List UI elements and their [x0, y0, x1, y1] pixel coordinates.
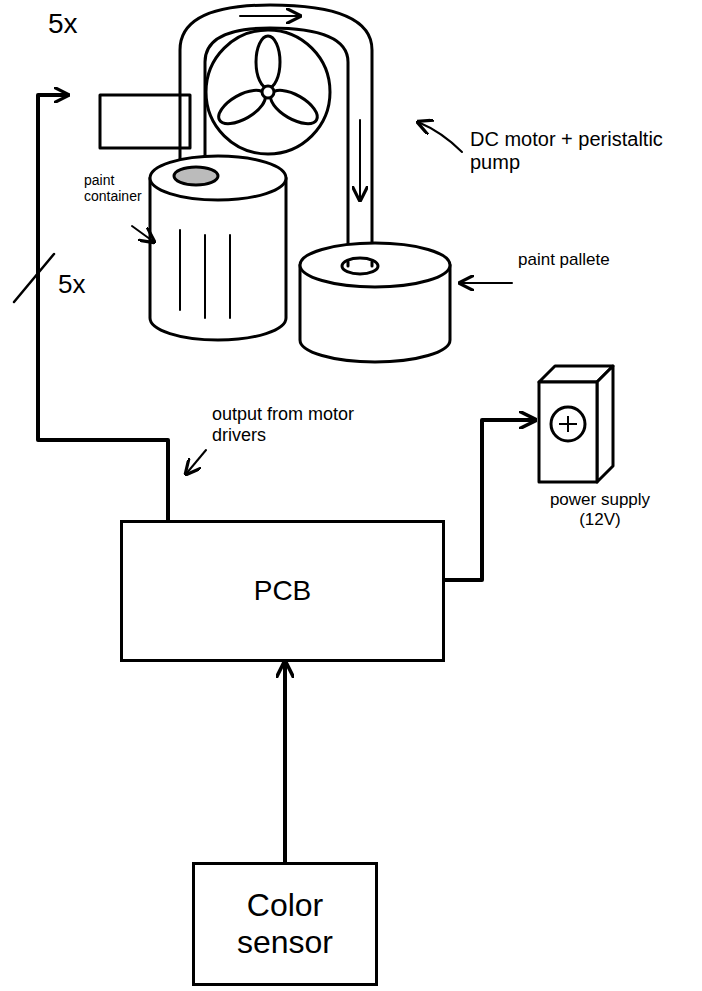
- callout-label: paint pallete: [518, 250, 618, 270]
- connector-arrow: [445, 420, 535, 580]
- callout-label: DC motor + peristaltic pump: [470, 128, 675, 174]
- process-box: PCB: [120, 520, 445, 662]
- box-side: [597, 366, 613, 482]
- pallete-well: [342, 258, 378, 274]
- container-body: [150, 178, 286, 340]
- leader-line: [418, 122, 462, 152]
- container-opening: [174, 167, 218, 185]
- multiplier-label: 5x: [58, 270, 118, 300]
- callout-label: output from motor drivers: [212, 404, 397, 445]
- tube-end: [348, 262, 372, 266]
- rotor-blade: [256, 36, 280, 88]
- pallete-top: [300, 243, 450, 287]
- process-box: Color sensor: [192, 862, 378, 986]
- bus-slash: [14, 254, 54, 302]
- rotor-hub: [262, 86, 274, 98]
- callout-label: paint container: [84, 172, 152, 204]
- pump-drawing: [100, 5, 450, 362]
- leader-line: [132, 226, 154, 242]
- part-label: power supply (12V): [535, 490, 665, 529]
- container-lid: [150, 156, 286, 200]
- box-label: PCB: [254, 575, 312, 607]
- flow-arrow: [359, 120, 361, 200]
- leader-line: [460, 282, 512, 284]
- connector-arrow: [283, 662, 287, 862]
- box-label: Color sensor: [203, 887, 367, 961]
- wiring: [14, 95, 512, 520]
- multiplier-label: 5x: [48, 8, 108, 40]
- leader-line: [186, 450, 206, 474]
- plug: [559, 416, 577, 432]
- flow-arrow: [240, 15, 300, 17]
- container-lines: [180, 230, 230, 318]
- pump-housing: [206, 30, 330, 154]
- power-supply-icon: [535, 360, 625, 486]
- motor-driver-wire: [38, 95, 168, 520]
- box-front: [539, 382, 597, 482]
- socket: [551, 407, 585, 441]
- motor-body: [100, 95, 190, 148]
- power-supply-body: [539, 366, 613, 482]
- power-supply: power supply (12V): [535, 360, 665, 529]
